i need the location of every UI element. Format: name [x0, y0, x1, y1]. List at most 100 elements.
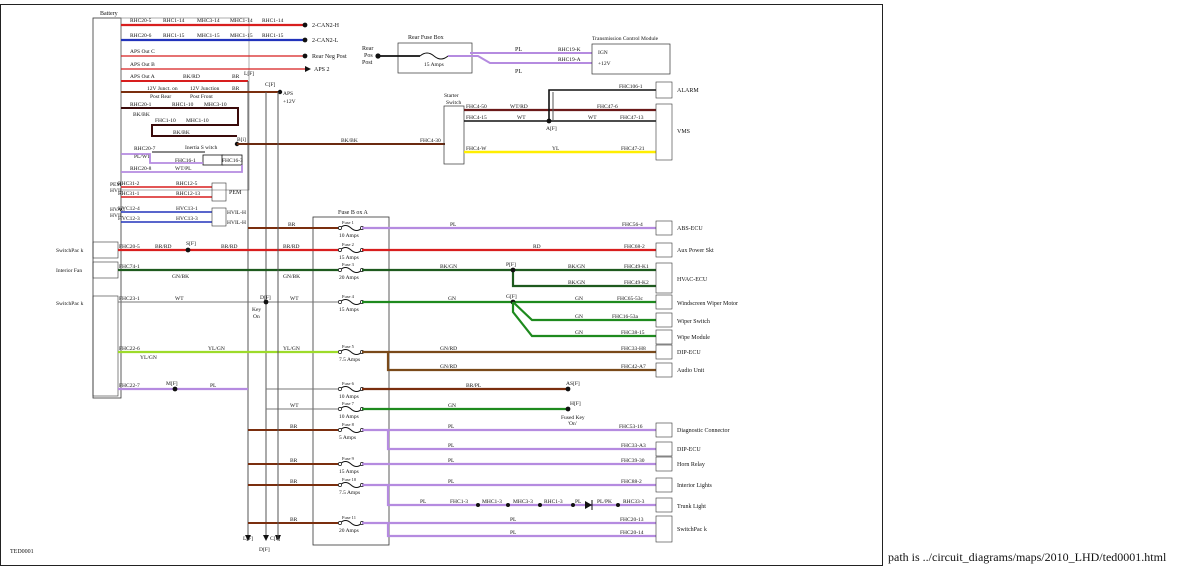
svg-text:FHC1-3: FHC1-3 [450, 499, 468, 505]
fuse-name: Fuse 5 [342, 344, 355, 349]
svg-text:'On': 'On' [568, 421, 577, 427]
svg-text:Post: Post [362, 60, 373, 66]
svg-text:RHC33-3: RHC33-3 [623, 499, 645, 505]
fuse-rating: 20 Amps [339, 275, 359, 281]
svg-text:YL: YL [552, 146, 560, 152]
svg-text:PL: PL [515, 47, 522, 53]
fuse-name: Fuse 2 [342, 242, 354, 247]
svg-text:FHC33-A3: FHC33-A3 [621, 443, 646, 449]
svg-text:GN: GN [575, 314, 583, 320]
svg-text:GN/BK: GN/BK [283, 274, 300, 280]
fuse-2: Fuse 215 Amps [338, 242, 364, 261]
svg-text:VMS: VMS [677, 129, 690, 135]
svg-text:MHC1-15: MHC1-15 [230, 33, 253, 39]
svg-text:FHC4-30: FHC4-30 [420, 138, 441, 144]
svg-text:HVC12-3: HVC12-3 [118, 216, 140, 222]
svg-text:FHC88-2: FHC88-2 [621, 479, 642, 485]
svg-text:+12V: +12V [598, 61, 611, 67]
fuse-rating: 5 Amps [339, 435, 356, 441]
svg-text:FHC16-1: FHC16-1 [175, 158, 196, 164]
svg-text:Wipe Module: Wipe Module [677, 335, 710, 341]
svg-text:On: On [253, 314, 260, 320]
svg-text:MHC1-14: MHC1-14 [230, 18, 253, 24]
fuse-name: Fuse 10 [342, 477, 357, 482]
can2-l-label: 2-CAN2-L [312, 38, 339, 44]
svg-text:FHC33-H8: FHC33-H8 [621, 346, 646, 352]
svg-text:ALARM: ALARM [677, 88, 699, 94]
svg-text:RHC20-8: RHC20-8 [130, 166, 152, 172]
svg-text:MHC1-3: MHC1-3 [482, 499, 502, 505]
svg-text:PL: PL [448, 458, 455, 464]
outgoing-wires: PL FHC56-4 RD FHC68-2 P[F] BK/GN BK/GN F… [362, 222, 656, 538]
svg-text:C[F]: C[F] [265, 82, 276, 88]
svg-text:M[F]: M[F] [166, 381, 178, 387]
svg-text:Starter: Starter [444, 93, 459, 99]
svg-text:FHC22-6: FHC22-6 [119, 346, 140, 352]
svg-text:Transmission Control Module: Transmission Control Module [592, 36, 659, 42]
svg-text:PL: PL [515, 69, 522, 75]
svg-text:BK/BK: BK/BK [133, 112, 150, 118]
svg-text:Fuse B ox A: Fuse B ox A [338, 210, 369, 216]
svg-text:FHC47-6: FHC47-6 [597, 104, 618, 110]
svg-text:FHC74-1: FHC74-1 [119, 264, 140, 270]
svg-text:Post Front: Post Front [190, 94, 213, 100]
svg-text:Rear: Rear [362, 46, 373, 52]
svg-text:YL/GN: YL/GN [283, 346, 300, 352]
svg-text:IGN: IGN [598, 50, 608, 56]
svg-text:H[F]: H[F] [570, 401, 581, 407]
svg-text:FHC4-W: FHC4-W [466, 146, 487, 152]
svg-text:RHC1-15: RHC1-15 [163, 33, 185, 39]
svg-text:BR: BR [290, 479, 298, 485]
svg-text:RHC19-A: RHC19-A [558, 57, 581, 63]
file-path-caption: path is ../circuit_diagrams/maps/2010_LH… [888, 550, 1167, 564]
svg-text:APS: APS [283, 91, 293, 97]
can2-h-label: 2-CAN2-H [312, 23, 340, 29]
svg-text:S[F]: S[F] [186, 241, 196, 247]
diagram-border [0, 4, 883, 566]
destination-modules: ABS-ECU Aux Power Skt HVAC-ECU Windscree… [655, 220, 738, 543]
fuse-name: Fuse 3 [342, 262, 355, 267]
svg-text:BR: BR [232, 86, 240, 92]
fuse-name: Fuse 1 [342, 220, 354, 225]
svg-text:Windscreen Wiper Motor: Windscreen Wiper Motor [677, 301, 738, 307]
svg-text:BK/BK: BK/BK [341, 138, 358, 144]
svg-text:FHC38-15: FHC38-15 [621, 330, 645, 336]
svg-text:Rear Neg Post: Rear Neg Post [312, 54, 347, 60]
svg-text:RHC1-10: RHC1-10 [172, 102, 194, 108]
svg-text:RHC19-K: RHC19-K [558, 47, 581, 53]
svg-text:GN: GN [575, 330, 583, 336]
svg-text:SwitchPac k: SwitchPac k [56, 301, 84, 307]
svg-text:HVC13-1: HVC13-1 [176, 206, 198, 212]
svg-text:RHC1-14: RHC1-14 [163, 18, 185, 24]
svg-text:APS Out A: APS Out A [130, 74, 155, 80]
svg-text:RHC20-7: RHC20-7 [134, 146, 156, 152]
svg-text:L[F]: L[F] [244, 71, 254, 77]
svg-text:RHC12-5: RHC12-5 [176, 181, 198, 187]
svg-text:PL: PL [575, 499, 582, 505]
svg-text:GN/BK: GN/BK [172, 274, 189, 280]
svg-text:WT: WT [290, 403, 299, 409]
svg-text:BR: BR [288, 222, 296, 228]
svg-text:Interior Fan: Interior Fan [56, 268, 82, 274]
svg-text:PL: PL [210, 383, 217, 389]
svg-text:Inertia S witch: Inertia S witch [185, 145, 218, 151]
svg-text:FHC4-15: FHC4-15 [466, 115, 487, 121]
svg-text:FHC20-14: FHC20-14 [620, 530, 644, 536]
svg-text:APS 2: APS 2 [314, 67, 330, 73]
svg-text:RHC20-1: RHC20-1 [130, 102, 152, 108]
battery-title: Battery [100, 11, 118, 17]
svg-text:RHC31-1: RHC31-1 [118, 191, 140, 197]
svg-text:BK/RD: BK/RD [183, 74, 200, 80]
svg-text:APS Out B: APS Out B [130, 62, 155, 68]
svg-text:PL: PL [510, 517, 517, 523]
fuse-7: Fuse 710 Amps [338, 401, 364, 420]
svg-text:BR/RD: BR/RD [155, 244, 172, 250]
svg-text:C[F]: C[F] [270, 536, 281, 542]
svg-text:FHC47-21: FHC47-21 [621, 146, 645, 152]
svg-text:PL: PL [448, 443, 455, 449]
svg-text:BR/RD: BR/RD [221, 244, 238, 250]
svg-text:RHC1-3: RHC1-3 [544, 499, 563, 505]
svg-text:RHC20-5: RHC20-5 [130, 18, 152, 24]
